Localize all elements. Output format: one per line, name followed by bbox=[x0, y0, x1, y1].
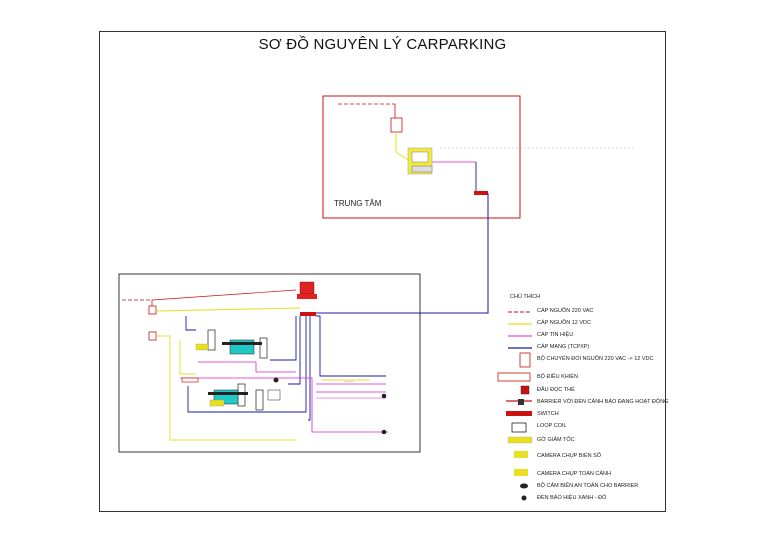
diagram-title: SƠ ĐỒ NGUYÊN LÝ CARPARKING bbox=[258, 36, 507, 53]
legend-label-power12: CÁP NGUỒN 12 VDC bbox=[537, 320, 591, 326]
legend-heading: CHÚ THÍCH bbox=[510, 294, 541, 300]
legend-label-signal: CÁP TÍN HIỆU bbox=[537, 332, 574, 338]
site-frame bbox=[118, 273, 421, 453]
site-network-5 bbox=[270, 316, 297, 361]
central-pc-base bbox=[411, 165, 433, 173]
site-signal-1 bbox=[180, 377, 388, 433]
site-power12-3 bbox=[179, 340, 196, 375]
central-converter bbox=[390, 117, 403, 133]
site-switch bbox=[300, 312, 316, 316]
lane2-cabinet bbox=[267, 389, 281, 401]
legend-swatch-plate-camera bbox=[514, 451, 528, 458]
legend-swatch-speed-bump bbox=[507, 436, 533, 444]
site-card-reader-base bbox=[297, 294, 317, 299]
central-switch bbox=[474, 191, 488, 195]
site-converter-1 bbox=[148, 305, 157, 315]
legend-label-switch: SWITCH bbox=[537, 411, 559, 417]
lane1-safety-sensor bbox=[273, 377, 279, 383]
legend-symbols bbox=[497, 311, 533, 501]
site-safety-sensor bbox=[381, 393, 387, 399]
site-device-note: ---------- bbox=[344, 379, 354, 383]
legend-label-card-reader: ĐẦU ĐỌC THẺ bbox=[537, 387, 575, 393]
site-card-reader bbox=[299, 281, 315, 295]
site-signal-2 bbox=[198, 361, 296, 373]
legend-label-overview-camera: CAMERA CHỤP TOÀN CẢNH bbox=[537, 471, 611, 477]
legend-swatch-switch bbox=[506, 411, 532, 416]
network-trunk bbox=[316, 193, 489, 314]
site-network-2 bbox=[187, 316, 307, 413]
lane1-loop-coil-b bbox=[259, 337, 268, 359]
site-power12-2 bbox=[156, 335, 296, 441]
legend-label-speed-bump: GỜ GIẢM TỐC bbox=[537, 437, 575, 443]
legend-label-signal-light: ĐÈN BÁO HIỆU XANH - ĐỎ bbox=[537, 495, 607, 501]
site-network-3 bbox=[308, 316, 311, 421]
site-network-1 bbox=[288, 316, 301, 385]
legend-label-plate-camera: CAMERA CHỤP BIỂN SỐ bbox=[537, 453, 602, 459]
legend-swatch-controller bbox=[497, 372, 531, 382]
legend-swatch-barrier-body bbox=[518, 399, 524, 405]
legend-label-converter: BỘ CHUYỂN ĐỔI NGUỒN 220 VAC -> 12 VDC bbox=[537, 356, 654, 362]
site-network-4 bbox=[185, 316, 196, 331]
legend-label-barrier: BARRIER VỚI ĐÈN CẢNH BÁO ĐANG HOẠT ĐỘNG bbox=[537, 399, 669, 405]
site-signal-light bbox=[381, 429, 387, 435]
lane2-barrier-arm bbox=[208, 392, 248, 395]
legend-swatch-safety-sensor bbox=[520, 483, 528, 489]
legend-swatch-loop-coil bbox=[511, 422, 527, 433]
legend-label-loop-coil: LOOP COIL bbox=[537, 423, 567, 429]
central-power12-cable-2 bbox=[395, 151, 409, 161]
legend-swatch-converter bbox=[519, 352, 531, 368]
legend-swatch-overview-camera bbox=[514, 469, 528, 476]
central-room-frame bbox=[322, 95, 521, 219]
lane1-speed-bump bbox=[195, 343, 209, 351]
site-power12-run bbox=[155, 307, 301, 312]
legend-swatch-card-reader bbox=[520, 385, 530, 395]
site-power220-run bbox=[151, 289, 297, 301]
drawing-frame bbox=[99, 31, 666, 512]
legend-label-power220: CÁP NGUỒN 220 VAC bbox=[537, 308, 594, 314]
lane2-speed-bump bbox=[209, 399, 225, 407]
site-converter-2 bbox=[148, 331, 157, 341]
central-pc-screen bbox=[411, 151, 429, 163]
legend-label-controller: BỘ ĐIỀU KHIỂN bbox=[537, 374, 578, 380]
site-network-6 bbox=[316, 315, 386, 377]
lane1-barrier-arm bbox=[222, 342, 262, 345]
legend-swatch-signal-light bbox=[521, 495, 527, 501]
central-room-label: TRUNG TÂM bbox=[334, 199, 382, 208]
lane2-loop-coil-b bbox=[255, 389, 264, 411]
lane1-loop-coil-a bbox=[207, 329, 216, 351]
lane1-controller bbox=[181, 377, 199, 383]
legend-label-network: CÁP MẠNG (TCP/IP) bbox=[537, 344, 590, 350]
legend-label-safety-sensor: BỘ CẢM BIẾN AN TOÀN CHO BARRIER bbox=[537, 483, 639, 489]
